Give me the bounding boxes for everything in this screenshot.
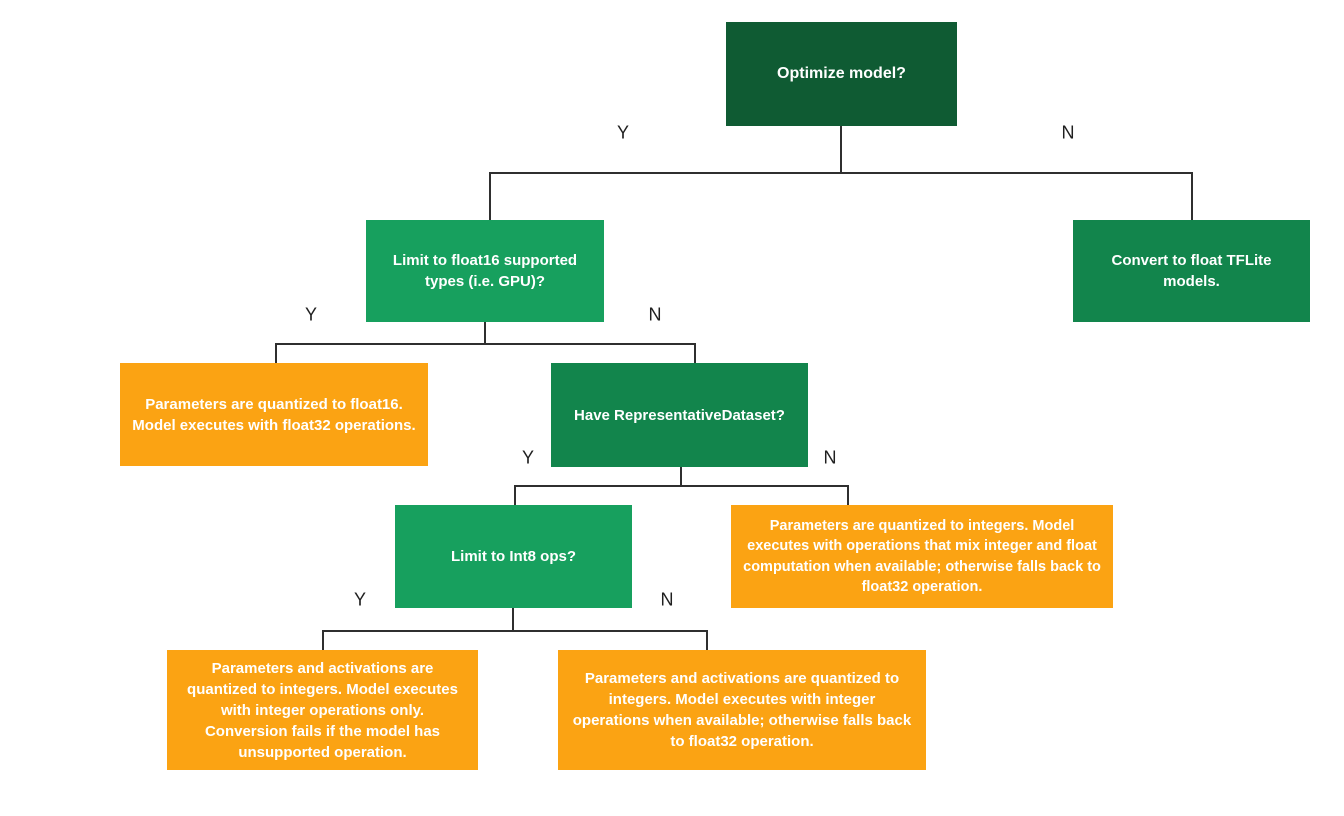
connector-line: [275, 343, 696, 345]
connector-line: [489, 172, 1193, 174]
connector-line: [1191, 172, 1193, 220]
edge-label-no: N: [648, 304, 662, 325]
edge-label-yes: Y: [616, 122, 630, 143]
node-optimize-model: Optimize model?: [726, 22, 957, 126]
connector-line: [694, 343, 696, 363]
edge-label-yes: Y: [353, 589, 367, 610]
connector-line: [322, 630, 324, 650]
edge-label-yes: Y: [521, 447, 535, 468]
node-float16-result: Parameters are quantized to float16. Mod…: [120, 363, 428, 466]
node-limit-float16: Limit to float16 supported types (i.e. G…: [366, 220, 604, 322]
node-integer-only-result: Parameters and activations are quantized…: [167, 650, 478, 770]
connector-line: [706, 630, 708, 650]
connector-line: [514, 485, 516, 505]
connector-line: [840, 126, 842, 172]
connector-line: [514, 485, 849, 487]
connector-line: [847, 485, 849, 505]
connector-line: [484, 322, 486, 343]
connector-line: [489, 172, 491, 220]
connector-line: [275, 343, 277, 363]
edge-label-no: N: [1061, 122, 1075, 143]
node-integer-fallback-result: Parameters and activations are quantized…: [558, 650, 926, 770]
edge-label-no: N: [823, 447, 837, 468]
edge-label-yes: Y: [304, 304, 318, 325]
node-mixed-integer-float-result: Parameters are quantized to integers. Mo…: [731, 505, 1113, 608]
node-limit-int8-ops: Limit to Int8 ops?: [395, 505, 632, 608]
edge-label-no: N: [660, 589, 674, 610]
connector-line: [322, 630, 708, 632]
node-have-representative-dataset: Have RepresentativeDataset?: [551, 363, 808, 467]
connector-line: [680, 467, 682, 485]
connector-line: [512, 608, 514, 630]
node-convert-float-tflite: Convert to float TFLite models.: [1073, 220, 1310, 322]
